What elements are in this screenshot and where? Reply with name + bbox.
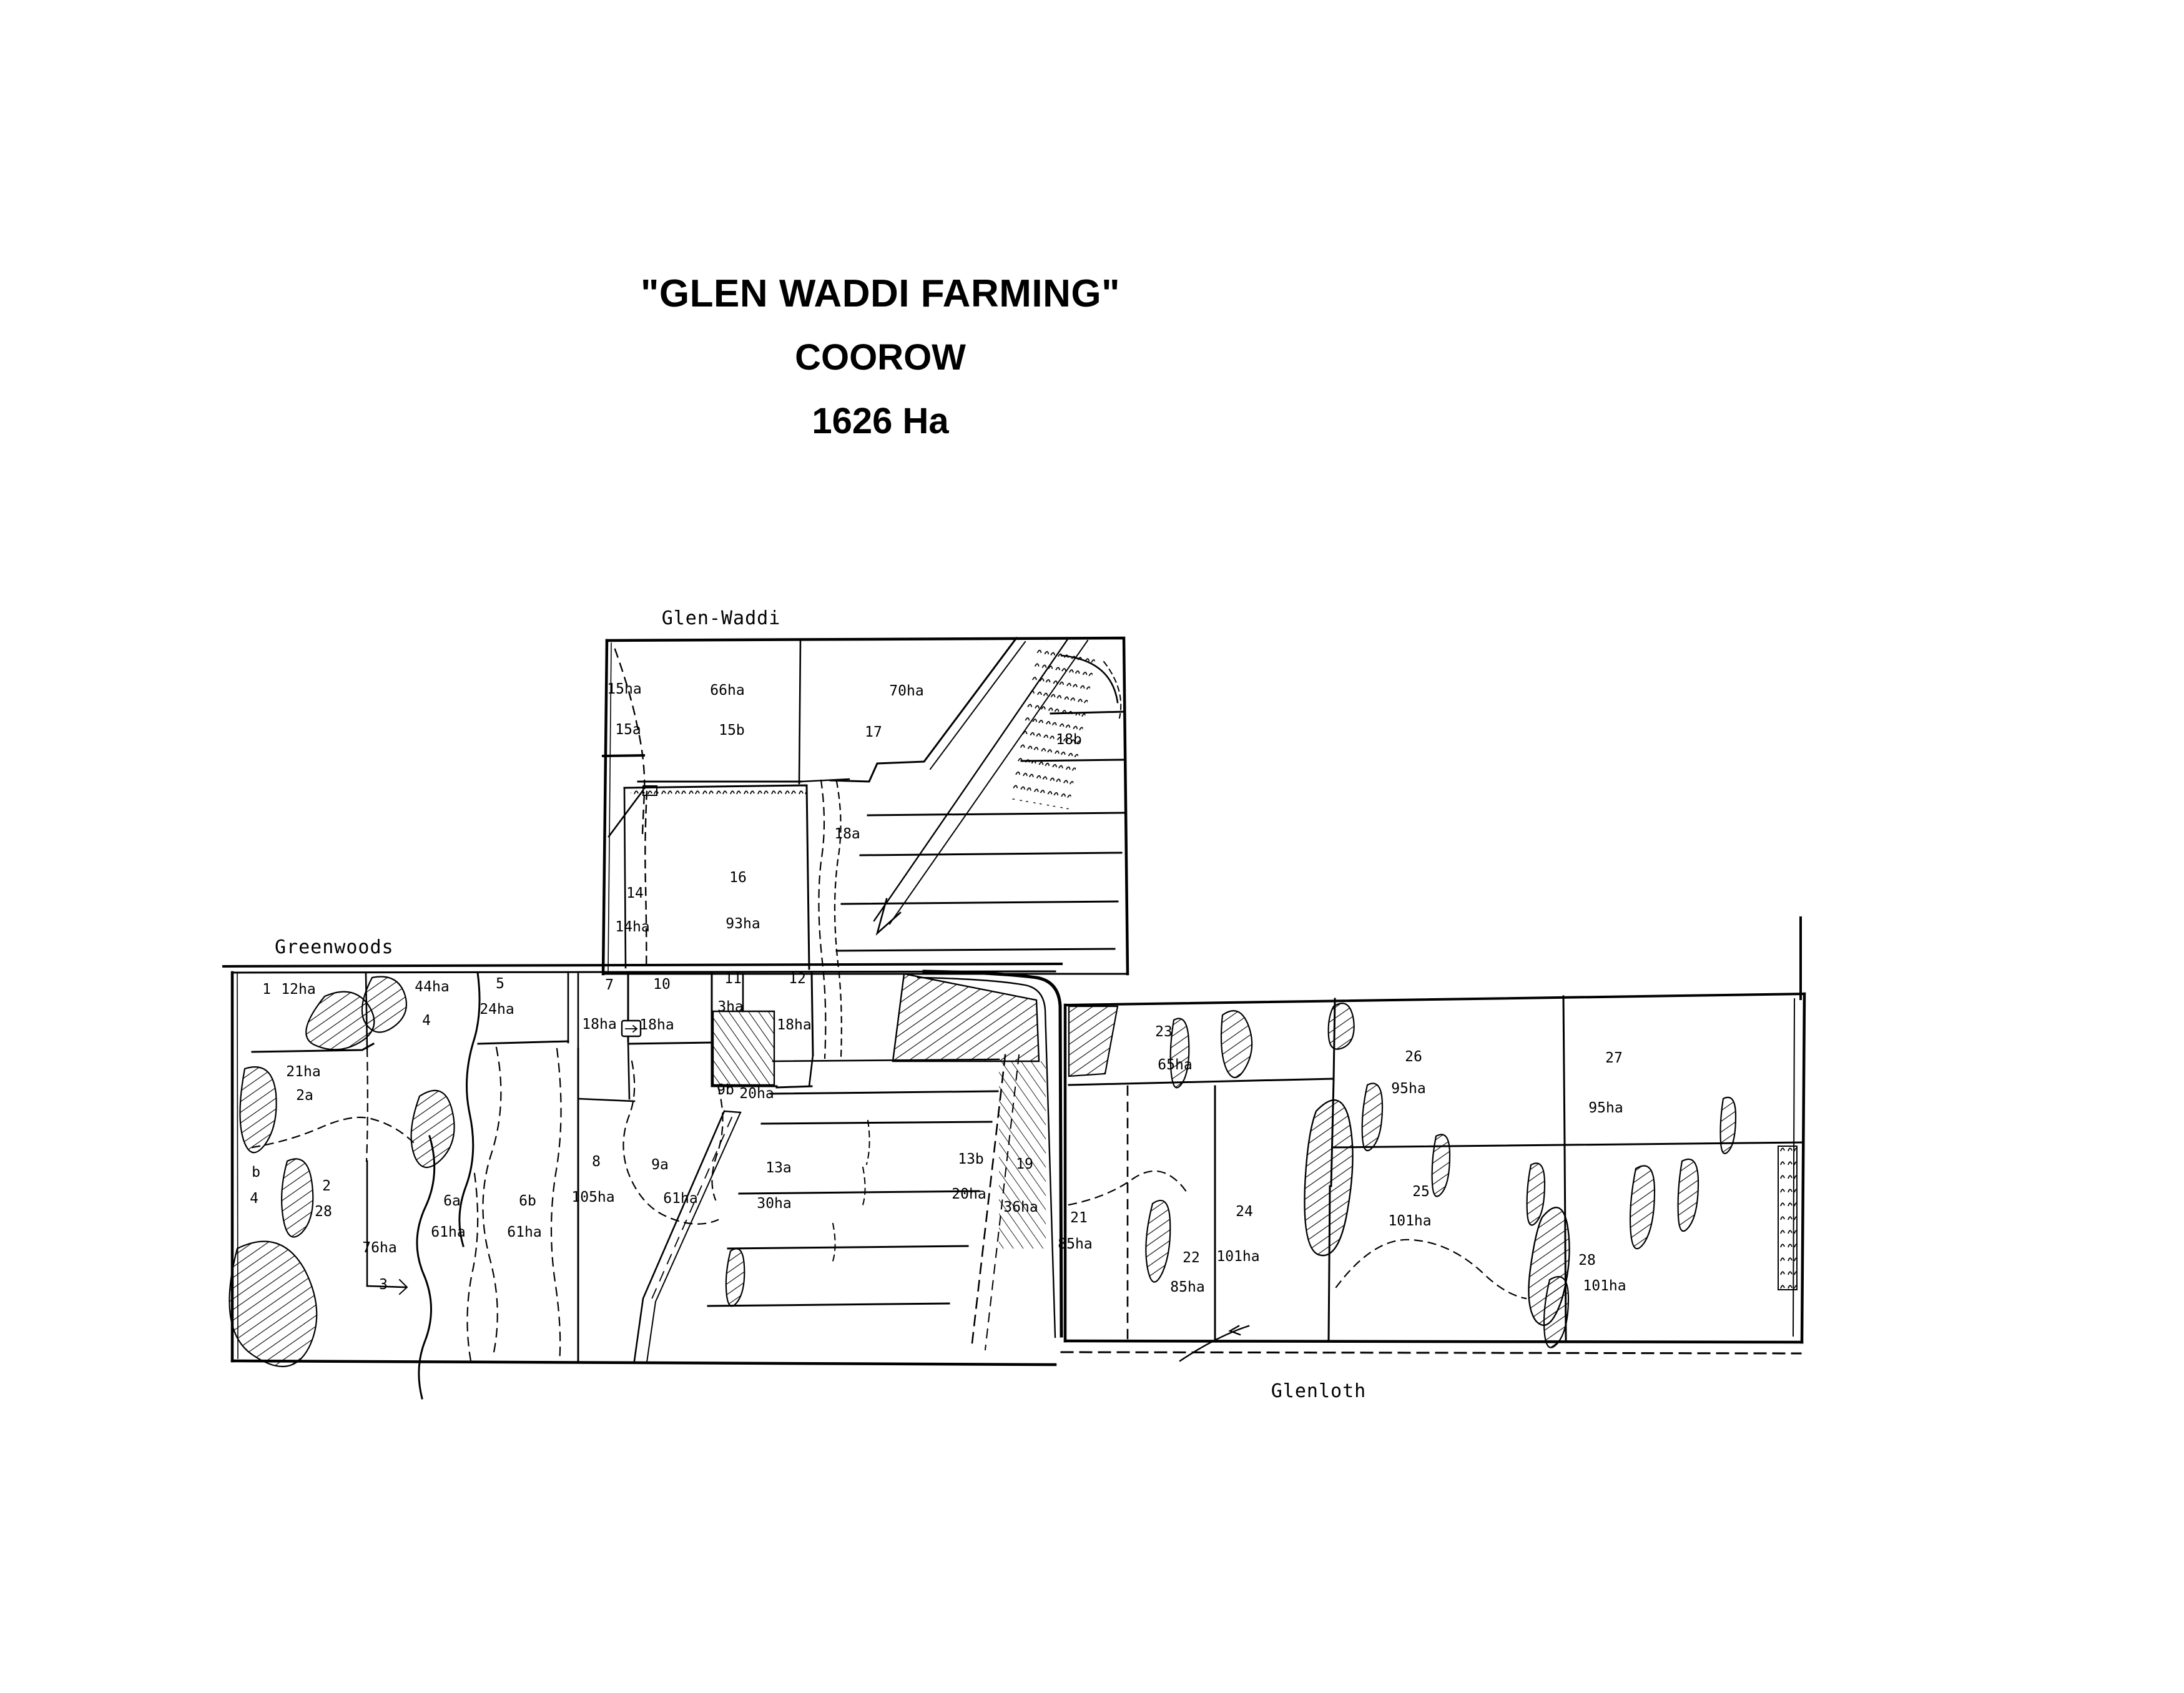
paddock-label-15b: 15b [719,722,745,739]
paddock-label-13a: 13a [765,1160,792,1176]
paddock-area-27: 95ha [1588,1100,1623,1116]
paddock-area-23: 65ha [1158,1057,1192,1073]
paddock-area-5: 24ha [480,1001,514,1018]
paddock-area-16: 93ha [726,916,760,932]
paddock-label-15a: 15a [615,722,641,738]
paddock-label-21: 21 [1070,1210,1088,1226]
paddock-area-6a: 61ha [431,1224,465,1240]
paddock-area-12: 18ha [777,1017,811,1033]
paddock-label-18b: 18b [1056,732,1082,748]
paddock-label-12: 12 [789,971,806,987]
paddock-area-2a: 21ha [286,1064,320,1080]
total-area-title: 1626 Ha [812,401,949,441]
paddock-area-6b: 61ha [507,1224,541,1240]
paddock-area-26: 95ha [1391,1081,1425,1097]
paddock-label-1: 1 [262,981,271,998]
paddock-label-b: b [252,1164,260,1180]
paddock-area-13b: 20ha [952,1186,986,1202]
paddock-area-21: 85ha [1058,1236,1092,1252]
paddock-label-13b: 13b [958,1151,984,1167]
paddock-label-17: 17 [865,724,882,740]
paddock-label-2a: 2a [296,1087,313,1104]
paddock-area-9a: 61ha [663,1190,697,1207]
paddock-area-7: 18ha [582,1016,616,1033]
paddock-area-3: 76ha [362,1240,396,1256]
paddock-area-15a: 15ha [607,681,641,697]
paddock-label-11: 11 [724,971,742,987]
paddock-area-22: 85ha [1170,1279,1204,1295]
paddock-label-4: 4 [422,1013,431,1029]
paddock-label-4b: 4 [250,1190,258,1207]
paddock-area-24: 101ha [1216,1249,1259,1265]
paddock-label-18a: 18a [834,826,860,842]
neighbour-label-glen-waddi: Glen-Waddi [662,607,781,629]
paddock-area-19: 36ha [1003,1199,1038,1215]
paddock-label-22: 22 [1183,1250,1200,1266]
paddock-label-6b: 6b [519,1193,536,1209]
paddock-label-24: 24 [1236,1204,1253,1220]
paddock-label-27: 27 [1605,1050,1623,1066]
paddock-area-15b: 66ha [710,682,744,699]
paddock-label-25: 25 [1412,1184,1430,1200]
paddock-area-2: 28 [315,1204,332,1220]
paddock-area-28: 101ha [1583,1278,1626,1294]
paddock-area-1: 12ha [281,981,315,998]
paddock-area-13a: 30ha [757,1195,791,1212]
paddock-label-7: 7 [605,977,614,993]
neighbour-label-glenloth: Glenloth [1271,1380,1367,1402]
paddock-label-5: 5 [496,976,504,992]
paddock-area-17: 70ha [889,683,923,699]
paddock-area-9b: 20ha [739,1086,774,1102]
title-block: "GLEN WADDI FARMING" COOROW 1626 Ha [0,275,1761,439]
paddock-label-28: 28 [1578,1252,1596,1269]
paddock-area-25: 101ha [1388,1213,1431,1229]
paddock-label-6a: 6a [443,1193,461,1209]
paddock-label-10: 10 [653,976,671,993]
paddock-area-4: 44ha [415,979,449,995]
page-title: "GLEN WADDI FARMING" [641,272,1120,315]
paddock-area-8: 105ha [571,1189,614,1205]
paddock-area-14: 14ha [615,919,649,935]
paddock-label-16: 16 [729,870,747,886]
paddock-label-2: 2 [322,1178,331,1194]
paddock-label-9a: 9a [651,1157,669,1173]
paddock-label-23: 23 [1155,1024,1173,1040]
locality-title: COOROW [795,337,966,378]
neighbour-label-greenwoods: Greenwoods [275,936,394,958]
paddock-label-3: 3 [379,1277,388,1293]
paddock-label-26: 26 [1405,1049,1422,1065]
paddock-label-14: 14 [626,885,644,901]
paddock-area-11: 3ha [717,999,744,1015]
paddock-label-8: 8 [592,1154,601,1170]
paddock-area-10: 18ha [639,1017,674,1033]
paddock-label-19: 19 [1016,1156,1033,1172]
paddock-label-9b: 9b [717,1082,734,1098]
